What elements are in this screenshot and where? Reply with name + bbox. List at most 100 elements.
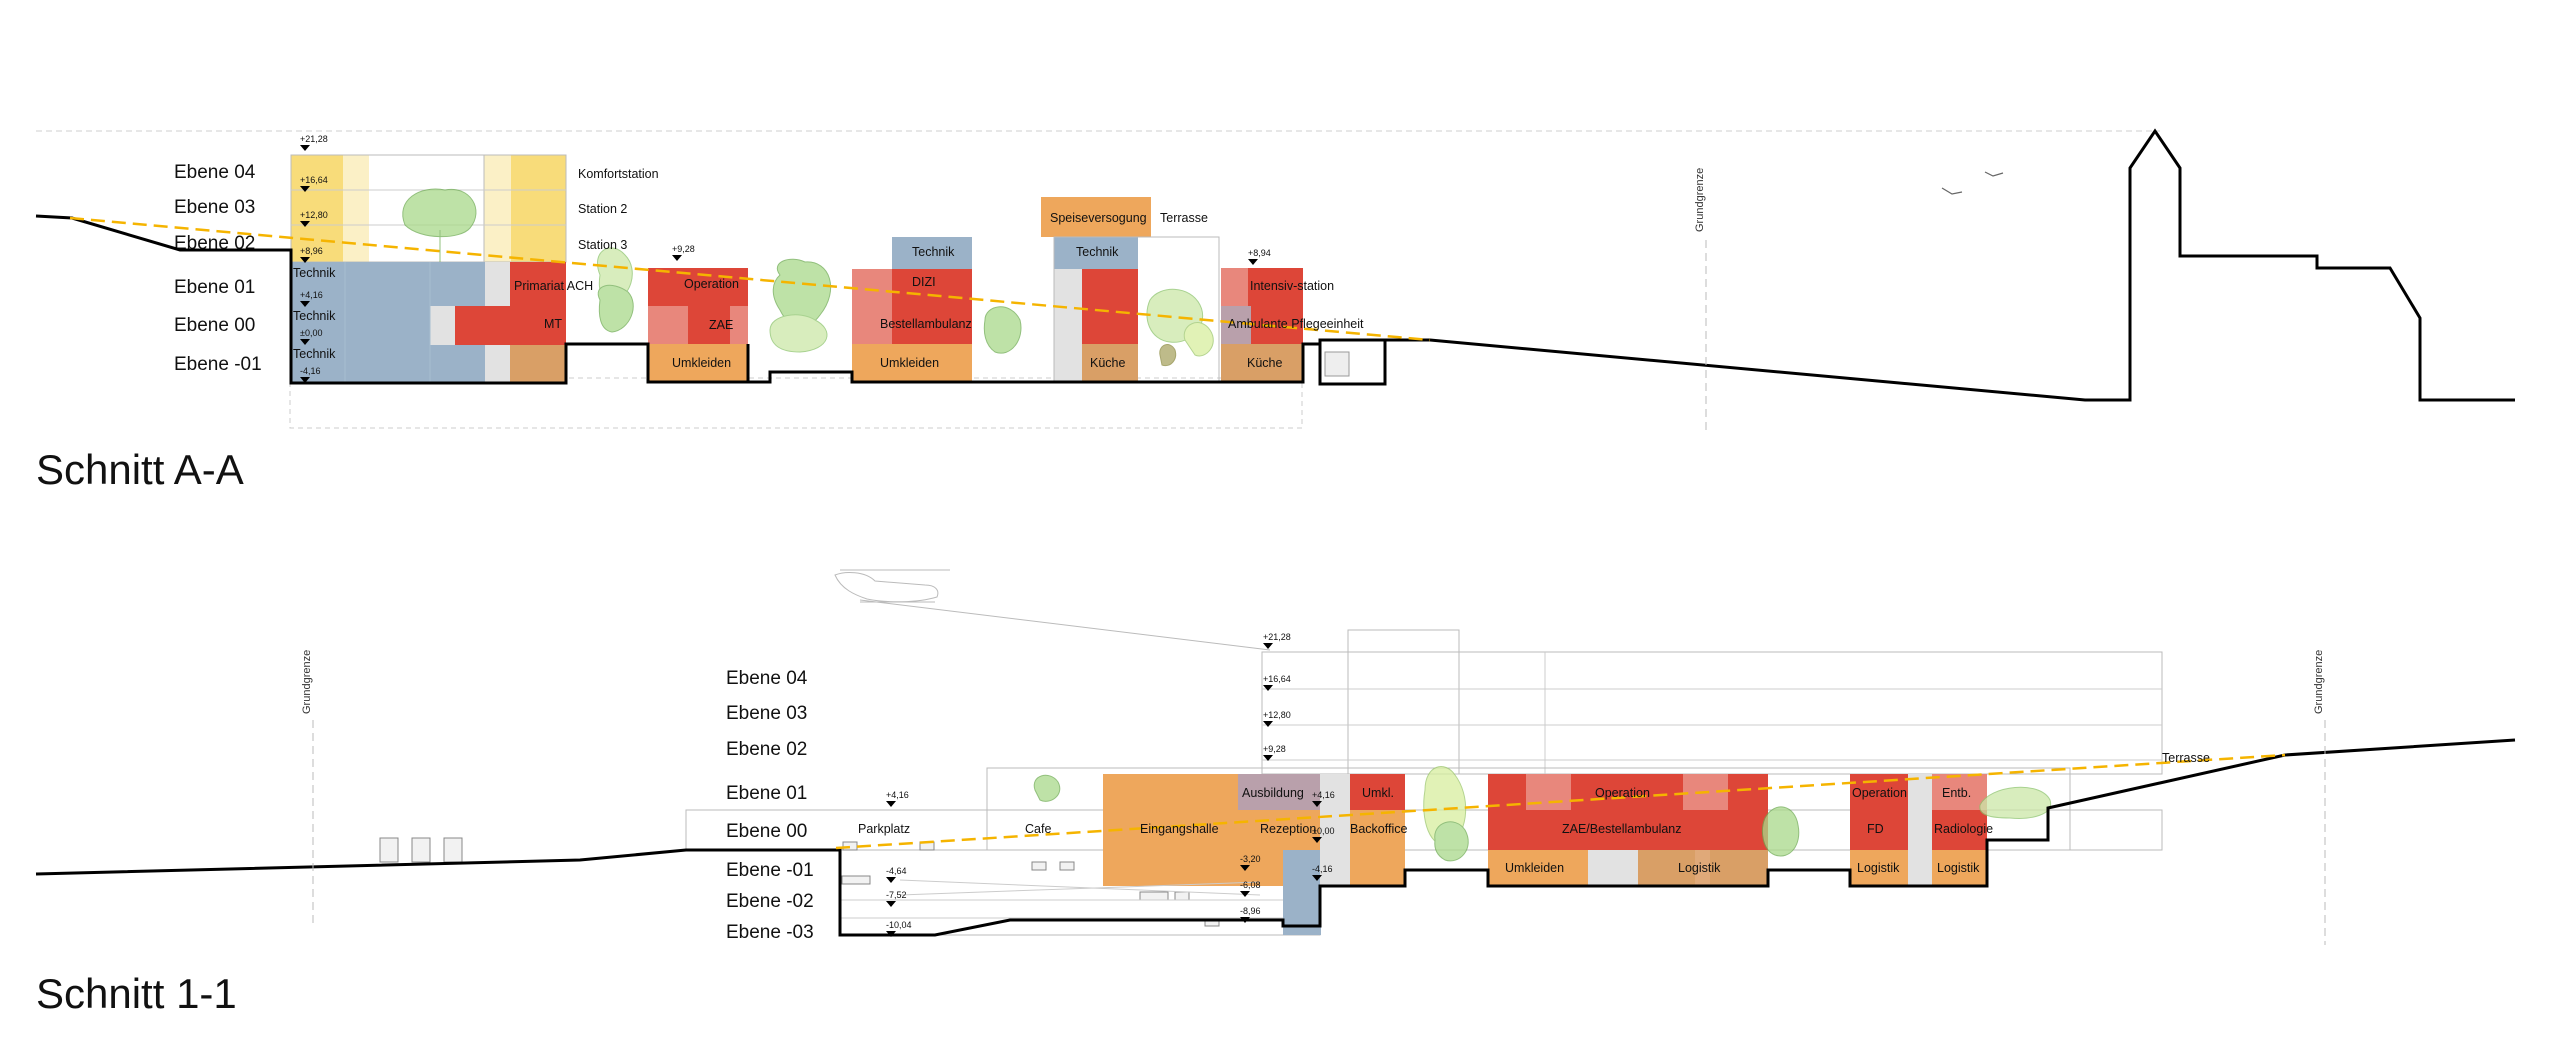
svg-text:+8,94: +8,94 xyxy=(1248,248,1271,258)
upper-tower-outline xyxy=(685,629,2163,936)
bird-icon xyxy=(1941,171,2004,195)
helicopter-icon xyxy=(834,569,1271,651)
trees-1-1 xyxy=(1033,766,2052,862)
svg-text:Küche: Küche xyxy=(1090,356,1125,370)
svg-text:Umkl.: Umkl. xyxy=(1362,786,1394,800)
svg-text:Umkleiden: Umkleiden xyxy=(672,356,731,370)
level-label: Ebene -01 xyxy=(174,354,262,375)
svg-text:Umkleiden: Umkleiden xyxy=(880,356,939,370)
level-label: Ebene 00 xyxy=(174,315,255,336)
level-label: Ebene 04 xyxy=(726,668,808,689)
svg-text:Ambulante Pflegeeinheit: Ambulante Pflegeeinheit xyxy=(1228,317,1364,331)
building-outline xyxy=(646,344,750,384)
svg-text:±0,00: ±0,00 xyxy=(300,328,322,338)
terrain-line xyxy=(35,738,2516,937)
svg-text:Backoffice: Backoffice xyxy=(1350,822,1407,836)
svg-text:+9,28: +9,28 xyxy=(672,244,695,254)
section-title: Schnitt 1-1 xyxy=(36,970,237,1017)
svg-text:ZAE/Bestellambulanz: ZAE/Bestellambulanz xyxy=(1562,822,1682,836)
terrain-line xyxy=(35,128,2515,402)
svg-text:-7,52: -7,52 xyxy=(886,890,907,900)
svg-text:Bestellambulanz: Bestellambulanz xyxy=(880,317,972,331)
building-c-block xyxy=(852,237,972,382)
elevation-markers-a: +21,28 +16,64 +12,80 +8,96 +4,16 ±0,00 -… xyxy=(300,134,1271,383)
building-d-block xyxy=(1041,197,1220,383)
parking-icons xyxy=(379,837,1220,927)
svg-text:+4,16: +4,16 xyxy=(886,790,909,800)
svg-text:Primariat ACH: Primariat ACH xyxy=(514,279,593,293)
building-e-block xyxy=(1221,268,1303,382)
level-label: Ebene -03 xyxy=(726,922,814,943)
svg-text:-4,16: -4,16 xyxy=(1312,864,1333,874)
svg-text:-4,64: -4,64 xyxy=(886,866,907,876)
level-label: Ebene 00 xyxy=(726,821,807,842)
room-labels-1-1: Parkplatz Cafe Eingangshalle Ausbildung … xyxy=(858,786,1993,875)
boundary-label: Grundgrenze xyxy=(1694,168,1706,232)
svg-text:+16,64: +16,64 xyxy=(1263,674,1291,684)
svg-text:+12,80: +12,80 xyxy=(300,210,328,220)
level-label: Ebene 04 xyxy=(174,162,256,183)
building-a-block xyxy=(291,262,566,383)
svg-text:+21,28: +21,28 xyxy=(300,134,328,144)
svg-text:Radiologie: Radiologie xyxy=(1934,822,1993,836)
stove-icon xyxy=(1324,351,1350,377)
svg-text:ZAE: ZAE xyxy=(709,318,733,332)
level-label: Ebene 03 xyxy=(726,703,807,724)
side-label: Station 2 xyxy=(578,202,627,216)
svg-text:Ausbildung: Ausbildung xyxy=(1242,786,1304,800)
level-label: Ebene 01 xyxy=(174,277,255,298)
side-label: Komfortstation xyxy=(578,167,659,181)
svg-text:-10,04: -10,04 xyxy=(886,920,912,930)
boundary-label: Grundgrenze xyxy=(301,650,313,714)
section-a-a: Ebene 04 Ebene 03 Ebene 02 Ebene 01 Eben… xyxy=(35,128,2515,493)
trees-a xyxy=(402,188,1214,367)
svg-text:Technik: Technik xyxy=(912,245,955,259)
svg-text:Entb.: Entb. xyxy=(1942,786,1971,800)
svg-text:+21,28: +21,28 xyxy=(1263,632,1291,642)
level-label: Ebene -02 xyxy=(726,891,814,912)
svg-text:-3,20: -3,20 xyxy=(1240,854,1261,864)
building-b-block xyxy=(648,268,748,382)
svg-text:+8,96: +8,96 xyxy=(300,246,323,256)
svg-text:+16,64: +16,64 xyxy=(300,175,328,185)
side-label: Terrasse xyxy=(2162,751,2210,765)
svg-text:-6,08: -6,08 xyxy=(1240,880,1261,890)
svg-text:Logistik: Logistik xyxy=(1678,861,1721,875)
ramp-lines xyxy=(840,879,1283,919)
tower-left xyxy=(290,154,567,263)
svg-text:Technik: Technik xyxy=(293,347,336,361)
underground-outline xyxy=(289,377,1303,429)
side-label: Station 3 xyxy=(578,238,627,252)
svg-text:Logistik: Logistik xyxy=(1857,861,1900,875)
level-label: Ebene 02 xyxy=(726,739,807,760)
section-1-1: Ebene 04 Ebene 03 Ebene 02 Ebene 01 Eben… xyxy=(35,569,2516,1017)
svg-text:+4,16: +4,16 xyxy=(300,290,323,300)
level-label: Ebene 03 xyxy=(174,197,255,218)
svg-text:Logistik: Logistik xyxy=(1937,861,1980,875)
elevation-markers-1-1: +21,28 +16,64 +12,80 +9,28 +4,16 +4,16 ±… xyxy=(886,632,1335,937)
svg-text:Operation: Operation xyxy=(1595,786,1650,800)
level-label: Ebene 01 xyxy=(726,783,807,804)
svg-text:Rezeption: Rezeption xyxy=(1260,822,1316,836)
svg-text:Operation: Operation xyxy=(1852,786,1907,800)
level-label: Ebene -01 xyxy=(726,860,814,881)
boundary-label: Grundgrenze xyxy=(2313,650,2325,714)
svg-text:Intensiv-station: Intensiv-station xyxy=(1250,279,1334,293)
svg-text:FD: FD xyxy=(1867,822,1884,836)
svg-text:Operation: Operation xyxy=(684,277,739,291)
svg-text:±0,00: ±0,00 xyxy=(1312,826,1334,836)
sight-line xyxy=(835,753,2286,850)
svg-text:+9,28: +9,28 xyxy=(1263,744,1286,754)
section-title: Schnitt A-A xyxy=(36,446,244,493)
svg-text:Technik: Technik xyxy=(1076,245,1119,259)
svg-text:+12,80: +12,80 xyxy=(1263,710,1291,720)
svg-text:Technik: Technik xyxy=(293,266,336,280)
svg-text:MT: MT xyxy=(544,317,562,331)
sight-line xyxy=(69,216,1431,342)
svg-text:Eingangshalle: Eingangshalle xyxy=(1140,822,1219,836)
svg-text:+4,16: +4,16 xyxy=(1312,790,1335,800)
room-labels-a: Technik Technik Technik Primariat ACH MT… xyxy=(293,211,1364,370)
svg-text:Parkplatz: Parkplatz xyxy=(858,822,910,836)
svg-text:Technik: Technik xyxy=(293,309,336,323)
